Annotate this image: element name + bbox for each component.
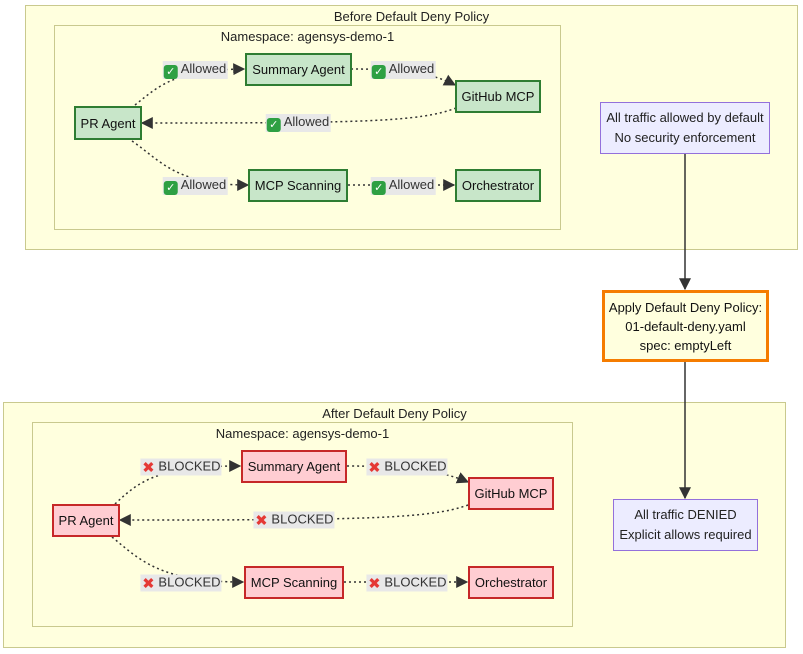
check-mark-icon: ✓: [163, 65, 178, 79]
edge-before-pr-summary: [134, 63, 246, 106]
policy-line-3: spec: emptyLeft: [639, 337, 732, 353]
edge-before-github-pr: [140, 107, 457, 129]
before-note: All traffic allowed by default No securi…: [600, 102, 770, 154]
after-github-mcp-node: GitHub MCP: [468, 477, 554, 510]
cross-mark-icon: ✖: [142, 575, 155, 593]
after-mcp-scanning-node: MCP Scanning: [244, 566, 344, 599]
after-note-line-2: Explicit allows required: [619, 527, 752, 542]
policy-box: Apply Default Deny Policy: 01-default-de…: [602, 290, 769, 362]
edge-label-before-pr-scanning: ✓Allowed: [162, 177, 228, 195]
cross-mark-icon: ✖: [142, 459, 155, 477]
edge-label-after-scanning-orchestrator: ✖BLOCKED: [366, 574, 448, 593]
before-summary-agent-label: Summary Agent: [252, 62, 345, 77]
cross-mark-icon: ✖: [368, 459, 381, 477]
before-pr-agent-label: PR Agent: [80, 115, 136, 131]
check-mark-icon: ✓: [371, 181, 386, 195]
check-mark-icon: ✓: [266, 118, 281, 132]
edge-label-after-github-pr: ✖BLOCKED: [253, 511, 335, 530]
before-cluster-title: Before Default Deny Policy: [333, 9, 490, 24]
policy-line-1: Apply Default Deny Policy:: [608, 299, 763, 315]
before-mcp-scanning-label: MCP Scanning: [254, 178, 342, 193]
edge-label-before-pr-summary: ✓Allowed: [162, 61, 228, 79]
after-namespace-title: Namespace: agensys-demo-1: [215, 426, 390, 441]
after-mcp-scanning-label: MCP Scanning: [250, 575, 338, 590]
edge-label-after-pr-scanning: ✖BLOCKED: [140, 574, 222, 593]
edge-label-before-summary-github: ✓Allowed: [370, 61, 436, 79]
after-summary-agent-node: Summary Agent: [241, 450, 347, 483]
before-orchestrator-node: Orchestrator: [455, 169, 541, 202]
after-pr-agent-node: PR Agent: [52, 504, 120, 537]
before-note-line-1: All traffic allowed by default: [606, 110, 764, 125]
edge-label-before-scanning-orchestrator: ✓Allowed: [370, 177, 436, 195]
before-namespace-title: Namespace: agensys-demo-1: [220, 29, 395, 44]
before-pr-agent-node: PR Agent: [74, 106, 142, 140]
edge-label-after-pr-summary: ✖BLOCKED: [140, 458, 222, 477]
after-orchestrator-label: Orchestrator: [474, 575, 548, 590]
before-github-mcp-node: GitHub MCP: [455, 80, 541, 113]
after-note: All traffic DENIED Explicit allows requi…: [613, 499, 758, 551]
after-orchestrator-node: Orchestrator: [468, 566, 554, 599]
edge-label-after-summary-github: ✖BLOCKED: [366, 458, 448, 477]
before-mcp-scanning-node: MCP Scanning: [248, 169, 348, 202]
after-pr-agent-label: PR Agent: [58, 513, 114, 528]
before-summary-agent-node: Summary Agent: [245, 53, 352, 86]
cross-mark-icon: ✖: [255, 512, 268, 530]
after-github-mcp-label: GitHub MCP: [474, 486, 548, 501]
before-orchestrator-label: Orchestrator: [461, 178, 535, 193]
cross-mark-icon: ✖: [368, 575, 381, 593]
edge-label-before-github-pr: ✓Allowed: [265, 114, 331, 132]
check-mark-icon: ✓: [163, 181, 178, 195]
before-note-line-2: No security enforcement: [614, 130, 756, 145]
after-summary-agent-label: Summary Agent: [247, 459, 341, 474]
policy-line-2: 01-default-deny.yaml: [625, 318, 746, 334]
before-github-mcp-label: GitHub MCP: [461, 89, 535, 104]
after-note-line-1: All traffic DENIED: [634, 507, 737, 522]
check-mark-icon: ✓: [371, 65, 386, 79]
after-cluster-title: After Default Deny Policy: [322, 406, 467, 421]
